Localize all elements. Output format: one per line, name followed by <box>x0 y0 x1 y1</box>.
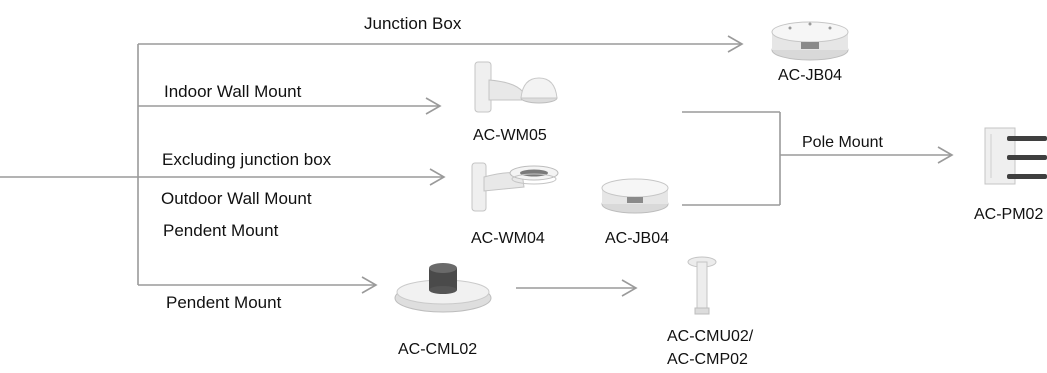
arrow-cml-to-cmu <box>621 279 638 297</box>
label-pendent-mount-upper: Pendent Mount <box>163 221 279 240</box>
caption-ac-wm05: AC-WM05 <box>473 127 547 144</box>
label-junction-box: Junction Box <box>364 14 462 33</box>
label-excluding-junction-box: Excluding junction box <box>162 150 332 169</box>
pole-mount-icon <box>984 127 1047 185</box>
arrow-junction-box <box>727 35 744 53</box>
label-pole-mount: Pole Mount <box>802 134 883 151</box>
wall-mount-icon <box>474 61 558 113</box>
junction-box-icon <box>771 21 849 61</box>
pendent-cap-icon <box>394 263 492 313</box>
label-pendent-mount-lower: Pendent Mount <box>166 293 282 312</box>
caption-ac-pm02: AC-PM02 <box>974 206 1044 223</box>
arrow-excluding-jb <box>429 168 446 186</box>
label-indoor-wall-mount: Indoor Wall Mount <box>164 82 302 101</box>
caption-ac-jb04-top: AC-JB04 <box>778 67 843 84</box>
pendent-tube-icon <box>687 256 717 315</box>
caption-ac-jb04-mid: AC-JB04 <box>605 230 670 247</box>
label-outdoor-wall-mount: Outdoor Wall Mount <box>161 189 312 208</box>
arrow-pendent <box>361 276 378 294</box>
arrow-indoor-wall <box>425 97 442 115</box>
arrow-pole <box>937 146 954 164</box>
caption-ac-cmp02: AC-CMP02 <box>667 351 748 368</box>
caption-ac-cmu02: AC-CMU02/ <box>667 328 754 345</box>
wall-mount-icon <box>471 162 559 212</box>
caption-ac-wm04: AC-WM04 <box>471 230 545 247</box>
junction-box-icon <box>601 178 669 214</box>
caption-ac-cml02: AC-CML02 <box>398 341 478 358</box>
